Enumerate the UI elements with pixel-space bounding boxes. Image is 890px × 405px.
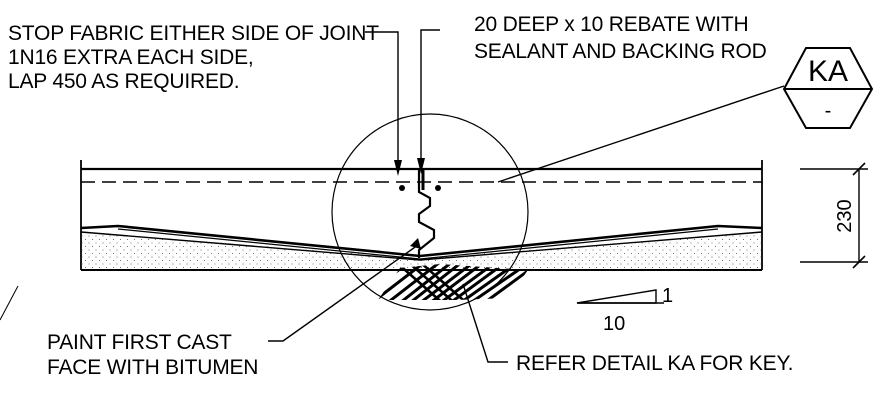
leader-stop-fabric	[365, 31, 399, 162]
slope-triangle	[576, 289, 657, 304]
note-stop-fabric-line2: 1N16 EXTRA EACH SIDE,	[8, 46, 254, 69]
leader-rebate	[420, 29, 440, 160]
note-rebate-line1: 20 DEEP x 10 REBATE WITH	[474, 13, 749, 36]
slab-soffit-line-inner	[117, 228, 719, 260]
note-paint-line1: PAINT FIRST CAST	[47, 331, 232, 354]
note-rebate: 20 DEEP x 10 REBATE WITH SEALANT AND BAC…	[474, 13, 767, 63]
rebar-dot-left	[399, 185, 405, 191]
construction-line	[0, 285, 19, 321]
arrow-paint	[410, 238, 421, 249]
leader-paint	[268, 244, 419, 342]
detail-circle	[331, 113, 529, 311]
rebar-dot-right	[435, 185, 441, 191]
note-refer: REFER DETAIL KA FOR KEY.	[516, 352, 793, 375]
arrow-stop-fabric	[394, 160, 402, 176]
dim-tick-top	[852, 162, 866, 176]
slope-run: 10	[603, 313, 625, 335]
dimension-value: 230	[834, 199, 856, 232]
detail-tag-top: KA	[808, 55, 848, 88]
slope-rise: 1	[662, 285, 673, 307]
note-rebate-line2: SEALANT AND BACKING ROD	[474, 40, 767, 63]
leader-refer	[462, 283, 508, 363]
key-hatch-cross	[395, 264, 471, 300]
note-stop-fabric-line1: STOP FABRIC EITHER SIDE OF JOINT	[8, 22, 379, 45]
dim-tick-bottom	[852, 255, 866, 269]
subgrade-fill	[81, 232, 762, 270]
joint-key-profile	[417, 169, 436, 258]
note-stop-fabric: STOP FABRIC EITHER SIDE OF JOINT 1N16 EX…	[8, 22, 379, 93]
note-stop-fabric-line3: LAP 450 AS REQUIRED.	[8, 70, 239, 93]
detail-tag-bottom: -	[825, 100, 832, 122]
note-paint-line2: FACE WITH BITUMEN	[47, 356, 258, 379]
arrow-rebate	[417, 158, 425, 174]
leader-detail-tag	[497, 85, 785, 183]
note-paint: PAINT FIRST CAST FACE WITH BITUMEN	[47, 331, 258, 379]
subgrade-top-line	[80, 231, 763, 261]
